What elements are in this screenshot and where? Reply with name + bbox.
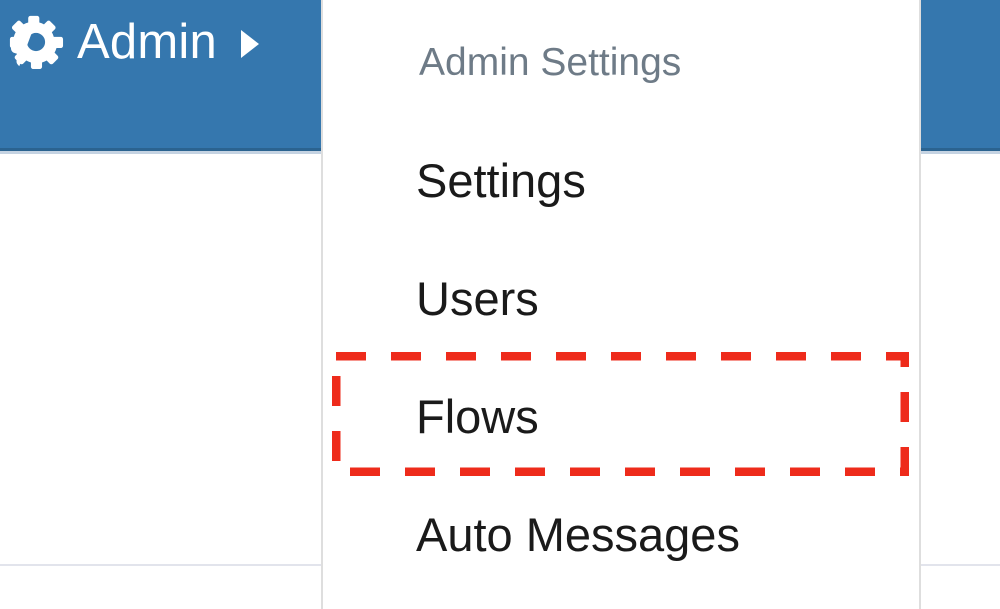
menu-item-flows[interactable]: Flows bbox=[323, 382, 919, 452]
menu-item-users[interactable]: Users bbox=[323, 264, 919, 334]
menu-item-settings-label: Settings bbox=[416, 154, 586, 207]
nav-item-admin-label: Admin bbox=[77, 15, 217, 69]
menu-item-flows-label: Flows bbox=[416, 390, 539, 443]
dropdown-heading: Admin Settings bbox=[419, 41, 682, 84]
nav-item-admin[interactable]: Admin bbox=[0, 0, 259, 148]
menu-item-auto-messages-label: Auto Messages bbox=[416, 508, 740, 561]
menu-item-auto-messages[interactable]: Auto Messages bbox=[323, 500, 919, 570]
caret-right-icon bbox=[240, 30, 259, 58]
gear-icon bbox=[9, 15, 64, 70]
admin-dropdown-menu: Admin Settings Settings Users Flows Auto… bbox=[321, 0, 921, 609]
menu-item-users-label: Users bbox=[416, 272, 539, 325]
menu-item-settings[interactable]: Settings bbox=[323, 146, 919, 216]
